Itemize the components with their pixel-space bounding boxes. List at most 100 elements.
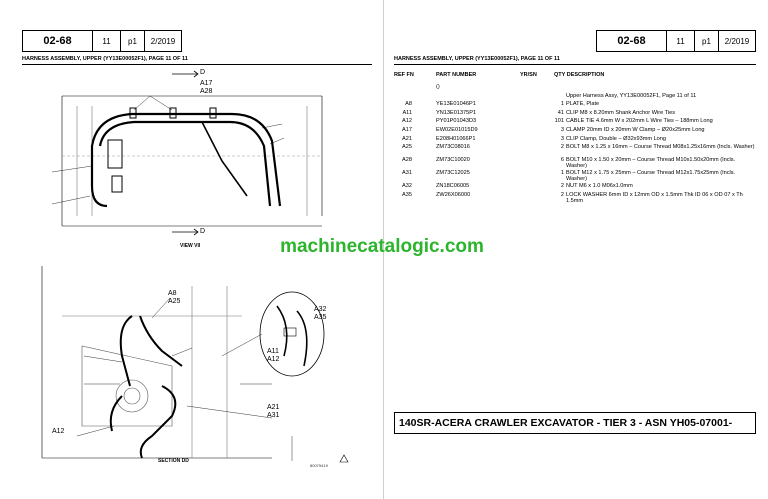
callout-a32: A32 [314, 306, 327, 313]
right-page: 02-68 11 p1 2/2019 HARNESS ASSEMBLY, UPP… [384, 0, 768, 499]
table-row: A25 ZM73C08016 2 BOLT M8 x 1.25 x 16mm –… [394, 144, 756, 157]
row-part: () [436, 84, 440, 90]
row-desc: CLAMP 20mm ID x 20mm W Clamp – Ø20x25mm … [566, 126, 705, 133]
row-part: E208H01066P1 [436, 135, 476, 142]
left-section-code: 02-68 [23, 31, 93, 51]
row-desc: BOLT M12 x 1.75 x 25mm – Course Thread M… [566, 170, 736, 183]
left-caption: HARNESS ASSEMBLY, UPPER (YY13E00052F1), … [22, 56, 372, 65]
callout-a31: A31 [267, 412, 280, 419]
table-row: A32 ZN18C06005 2 NUT M6 x 1.0 M06x1.0mm [394, 183, 756, 192]
table-row: A35 ZW26X06000 2 LOCK WASHER 6mm ID x 12… [394, 192, 756, 205]
row-desc: CLIP M8 x 8.20mm Shank Anchor Wire Ties [566, 109, 676, 116]
table-row: A11 YN13E01375P1 41 CLIP M8 x 8.20mm Sha… [394, 110, 756, 119]
row-ref: A17 [402, 126, 412, 133]
section-dd-label: SECTION DD [158, 458, 189, 464]
row-desc: LOCK WASHER 6mm ID x 12mm OD x 1.5mm Thk… [566, 191, 743, 204]
row-qty: 2 [560, 183, 564, 190]
row-desc: NUT M6 x 1.0 M06x1.0mm [566, 183, 633, 190]
lower-section-frame [41, 266, 272, 459]
right-header-date: 2/2019 [724, 36, 750, 46]
row-part: ZW26X06000 [436, 191, 471, 198]
row-ref: A8 [405, 101, 412, 108]
left-header-number: 11 [93, 31, 121, 51]
table-row: A21 E208H01066P1 3 CLIP Clamp, Double – … [394, 136, 756, 145]
row-part: YE13E01046P1 [436, 101, 476, 108]
col-yr-sn: YR/SN [520, 72, 537, 78]
lower-harness-cable [109, 315, 183, 459]
row-qty: 1 [560, 170, 564, 177]
row-ref: A25 [402, 144, 412, 151]
row-ref: A35 [402, 191, 412, 198]
row-ref: A21 [402, 135, 412, 142]
callout-a12-right: A12 [267, 356, 280, 363]
row-qty: 41 [557, 109, 564, 116]
row-part: ZM73C12025 [436, 170, 470, 177]
table-row: A12 PY01P01043D3 101 CABLE TIE 4.6mm W x… [394, 118, 756, 127]
upper-view-frame [61, 95, 323, 227]
row-desc: BOLT M10 x 1.50 x 20mm – Course Thread M… [566, 157, 736, 170]
row-qty: 101 [554, 118, 564, 125]
col-ref-fn: REF FN [394, 72, 414, 78]
watermark-text: machinecatalogic.com [280, 236, 484, 257]
section-mark-bottom: D [200, 228, 206, 235]
row-part: ZM73C08016 [436, 144, 470, 151]
upper-harness-cable [90, 112, 282, 208]
row-qty: 6 [560, 157, 564, 164]
callout-a35: A35 [314, 314, 327, 321]
table-row: A28 ZM73C10020 6 BOLT M10 x 1.50 x 20mm … [394, 157, 756, 170]
row-ref: A11 [402, 109, 412, 116]
col-part-number: PART NUMBER [436, 72, 477, 78]
left-header-page: p1 [121, 31, 145, 51]
callout-a28: A28 [200, 88, 213, 95]
row-part: PY01P01043D3 [436, 118, 477, 125]
parts-list: () Upper Harness Assy, YY13E00052F1, Pag… [394, 84, 756, 205]
harness-drawing [41, 70, 349, 463]
callout-a11: A11 [267, 348, 279, 355]
left-header-box: 02-68 11 p1 2/2019 [22, 30, 182, 52]
row-qty: 3 [560, 126, 564, 133]
row-qty: 3 [560, 135, 564, 142]
row-qty: 2 [560, 144, 564, 151]
table-row: A31 ZM73C12025 1 BOLT M12 x 1.75 x 25mm … [394, 170, 756, 183]
table-row: Upper Harness Assy, YY13E00052F1, Page 1… [394, 93, 756, 102]
row-part: EW02E01015D9 [436, 126, 478, 133]
row-desc: CLIP Clamp, Double – Ø32x93mm Long [566, 135, 667, 142]
warning-triangle [339, 454, 349, 463]
section-cut-marks [172, 70, 199, 236]
right-caption: HARNESS ASSEMBLY, UPPER (YY13E00052F1), … [394, 56, 756, 65]
row-ref: A28 [402, 157, 412, 164]
row-ref: A32 [402, 183, 412, 190]
row-part: ZM73C10020 [436, 157, 470, 164]
table-row: A17 EW02E01015D9 3 CLAMP 20mm ID x 20mm … [394, 127, 756, 136]
row-part: YN13E01375P1 [436, 109, 477, 116]
upper-clamps [107, 107, 217, 193]
view-vii-label: VIEW VII [180, 243, 201, 249]
upper-leaders [51, 95, 285, 205]
row-desc: BOLT M8 x 1.25 x 16mm – Course Thread M0… [566, 144, 755, 151]
callout-a8: A8 [168, 290, 177, 297]
row-qty: 2 [560, 191, 564, 198]
drawing-number: 80079419 [310, 463, 328, 468]
row-part: ZN18C06005 [436, 183, 470, 190]
row-desc: PLATE, Plate [566, 101, 600, 108]
callout-a21: A21 [267, 404, 280, 411]
row-desc: CABLE TIE 4.6mm W x 202mm L Wire Ties – … [566, 118, 713, 125]
row-desc: Upper Harness Assy, YY13E00052F1, Page 1… [566, 92, 697, 99]
right-header-number: 11 [667, 31, 695, 51]
table-row: A8 YE13E01046P1 1 PLATE, Plate [394, 101, 756, 110]
callout-a12-left: A12 [52, 428, 65, 435]
right-header-page: p1 [695, 31, 719, 51]
row-ref: A12 [402, 118, 412, 125]
left-page: 02-68 11 p1 2/2019 HARNESS ASSEMBLY, UPP… [22, 0, 384, 499]
callout-a25: A25 [168, 298, 181, 305]
right-section-code: 02-68 [597, 31, 667, 51]
model-banner: 140SR-ACERA CRAWLER EXCAVATOR - TIER 3 -… [394, 412, 756, 434]
right-header-box: 02-68 11 p1 2/2019 [596, 30, 756, 52]
col-qty-description: QTY DESCRIPTION [554, 72, 605, 78]
row-qty: 1 [560, 101, 564, 108]
table-row: () [394, 84, 756, 93]
section-mark-top: D [200, 69, 206, 76]
row-ref: A31 [402, 170, 412, 177]
callout-a17: A17 [200, 80, 213, 87]
lower-leaders [76, 297, 293, 461]
